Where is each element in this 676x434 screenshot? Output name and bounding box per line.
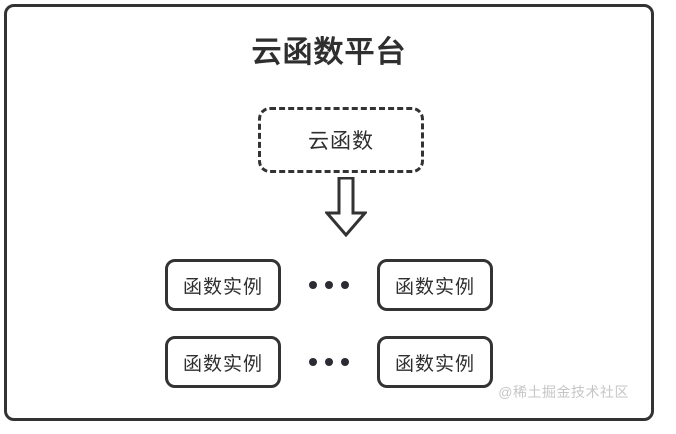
function-instance-box: 函数实例 — [377, 336, 493, 388]
cloud-function-platform-frame: 云函数平台 云函数 函数实例 函数实例 函数实例 函数实例 — [4, 4, 654, 421]
cloud-function-node-label: 云函数 — [308, 130, 374, 153]
cloud-function-node: 云函数 — [258, 107, 424, 173]
function-instance-label: 函数实例 — [394, 276, 475, 298]
function-instance-label: 函数实例 — [394, 353, 475, 375]
ellipsis-icon — [281, 336, 377, 388]
function-instance-label: 函数实例 — [182, 276, 263, 298]
ellipsis-icon — [281, 259, 377, 311]
ellipsis-dot — [341, 281, 349, 289]
ellipsis-dot — [341, 358, 349, 366]
ellipsis-dot — [309, 281, 317, 289]
ellipsis-dot — [325, 358, 333, 366]
function-instance-row: 函数实例 函数实例 — [7, 336, 651, 388]
function-instance-box: 函数实例 — [377, 259, 493, 311]
function-instance-box: 函数实例 — [165, 336, 281, 388]
watermark: @稀土掘金技术社区 — [498, 384, 629, 400]
function-instance-box: 函数实例 — [165, 259, 281, 311]
ellipsis-dot — [309, 358, 317, 366]
ellipsis-dot — [325, 281, 333, 289]
function-instance-row: 函数实例 函数实例 — [7, 259, 651, 311]
page-title: 云函数平台 — [251, 36, 407, 69]
down-block-arrow-icon — [323, 176, 369, 238]
function-instance-label: 函数实例 — [182, 353, 263, 375]
